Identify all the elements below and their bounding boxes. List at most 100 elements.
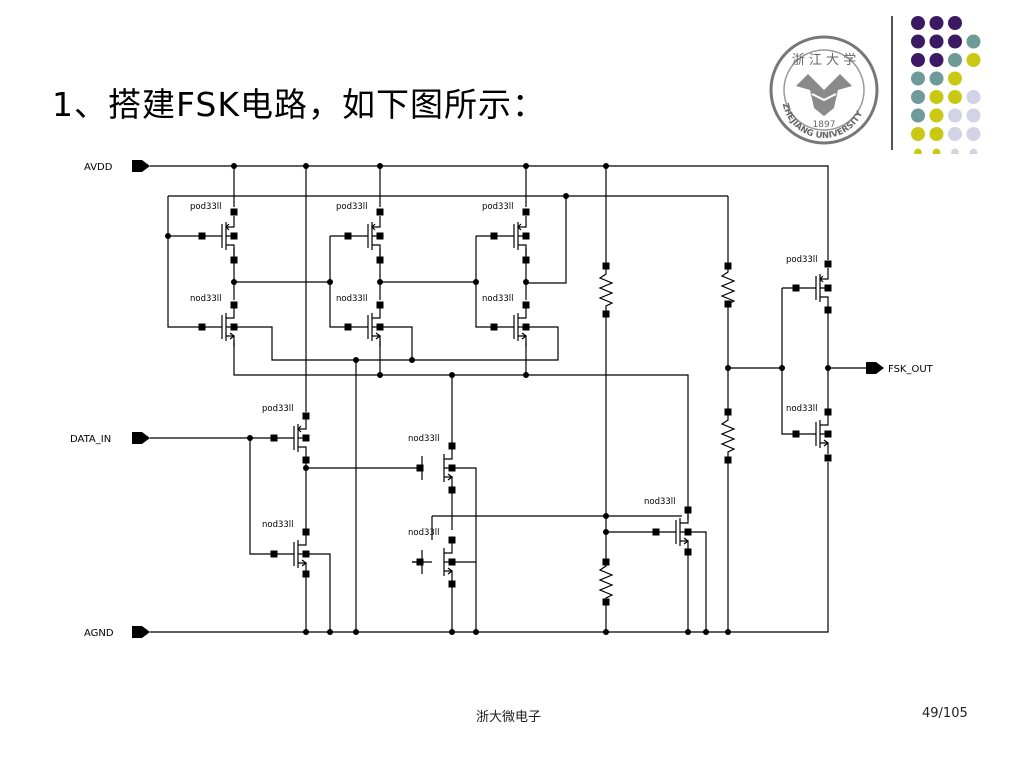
wire-junction — [449, 629, 455, 635]
pin-square — [230, 208, 238, 216]
pin-square — [824, 408, 832, 416]
resistor-r2 — [598, 562, 614, 604]
port-label-avdd: AVDD — [84, 162, 113, 173]
device-label-nmos-out: nod33ll — [786, 404, 818, 414]
pin-square — [302, 570, 310, 578]
wire-junction — [523, 279, 529, 285]
resistor-r3 — [720, 264, 736, 306]
pin-square — [724, 456, 732, 464]
pin-square — [522, 323, 530, 331]
pin-square — [724, 408, 732, 416]
wire-junction — [303, 465, 309, 471]
device-label-nmos-mid-top: nod33ll — [408, 434, 440, 444]
wire-junction — [377, 279, 383, 285]
pin-square — [198, 323, 206, 331]
wire-junction — [231, 279, 237, 285]
pin-square — [302, 434, 310, 442]
pin-square — [230, 232, 238, 240]
device-label-nmos2: nod33ll — [336, 294, 368, 304]
port-flag-agnd — [132, 626, 150, 638]
accent-dot — [948, 108, 962, 123]
device-label-pmos1: pod33ll — [190, 202, 222, 212]
accent-dot — [948, 53, 962, 67]
pin-square — [302, 412, 310, 420]
seal-chars: 浙 江 大 学 — [792, 52, 856, 68]
wire-junction — [353, 357, 359, 363]
accent-dot — [966, 34, 981, 49]
pin-square — [270, 550, 278, 558]
wire-junction — [409, 357, 415, 363]
pin-square — [522, 256, 530, 264]
transistor-nmos-out — [806, 414, 829, 454]
port-flag-avdd — [132, 160, 150, 172]
port-flag-data-in — [132, 432, 150, 444]
pin-square — [270, 434, 278, 442]
pin-square — [230, 323, 238, 331]
wire-junction — [303, 629, 309, 635]
pin-square — [824, 260, 832, 268]
wire-junction — [725, 629, 731, 635]
pin-square — [344, 232, 352, 240]
pin-square — [448, 580, 456, 588]
pin-square — [448, 464, 456, 472]
accent-dot — [966, 90, 981, 104]
accent-dot — [929, 108, 944, 123]
transistor-nmos2 — [358, 307, 381, 347]
accent-dot — [966, 53, 981, 67]
wire-junction — [231, 163, 237, 169]
port-flags — [132, 160, 884, 638]
accent-dot — [911, 34, 925, 49]
port-label-data-in: DATA_IN — [70, 434, 111, 445]
pin-square — [376, 256, 384, 264]
resistor-r1 — [598, 264, 614, 316]
university-seal-logo: 浙 江 大 学 1897 ZHEJIANG UNIVERSITY — [769, 35, 879, 145]
accent-dot — [929, 90, 944, 104]
wire-junction — [603, 163, 609, 169]
pin-square — [416, 558, 424, 566]
port-label-agnd: AGND — [84, 628, 114, 639]
decorative-dot-grid — [911, 16, 981, 154]
port-label-fsk-out: FSK_OUT — [888, 364, 934, 375]
pin-square — [824, 284, 832, 292]
accent-dot — [966, 127, 981, 141]
header-divider — [891, 16, 893, 150]
accent-dot — [911, 16, 925, 30]
wire-junction — [377, 163, 383, 169]
transistor-pmos3 — [504, 216, 527, 256]
pin-square — [376, 301, 384, 309]
pin-square — [824, 430, 832, 438]
accent-dot — [929, 71, 944, 86]
wire-junction — [449, 372, 455, 378]
wire-junction — [377, 372, 383, 378]
resistor-symbols — [598, 264, 736, 604]
accent-dot — [911, 108, 925, 123]
device-label-pmos-out: pod33ll — [786, 255, 818, 265]
pin-square — [602, 262, 610, 270]
pin-square — [448, 486, 456, 494]
pin-square — [652, 528, 660, 536]
transistor-nmos-data — [284, 534, 307, 574]
wire-junction — [703, 629, 709, 635]
fsk-circuit-schematic: AVDD DATA_IN AGND FSK_OUT pod33ll pod33l… — [70, 160, 934, 639]
pin-square — [230, 301, 238, 309]
accent-dot — [966, 108, 981, 123]
accent-dot — [948, 71, 962, 86]
page-number: 49/105 — [922, 706, 968, 721]
pin-square — [230, 256, 238, 264]
wire-junction — [353, 629, 359, 635]
junction-dots — [165, 163, 831, 635]
wire-junction — [523, 163, 529, 169]
pin-square — [724, 262, 732, 270]
device-label-nmos-data: nod33ll — [262, 520, 294, 530]
accent-dot — [929, 34, 944, 49]
wire-junction — [327, 279, 333, 285]
wire-junction — [563, 193, 569, 199]
device-label-pmos2: pod33ll — [336, 202, 368, 212]
pin-square — [448, 442, 456, 450]
pin-square — [602, 598, 610, 606]
pin-square — [490, 232, 498, 240]
device-label-nmos3: nod33ll — [482, 294, 514, 304]
accent-dot — [932, 148, 941, 154]
pin-square — [302, 528, 310, 536]
transistor-pmos2 — [358, 216, 381, 256]
